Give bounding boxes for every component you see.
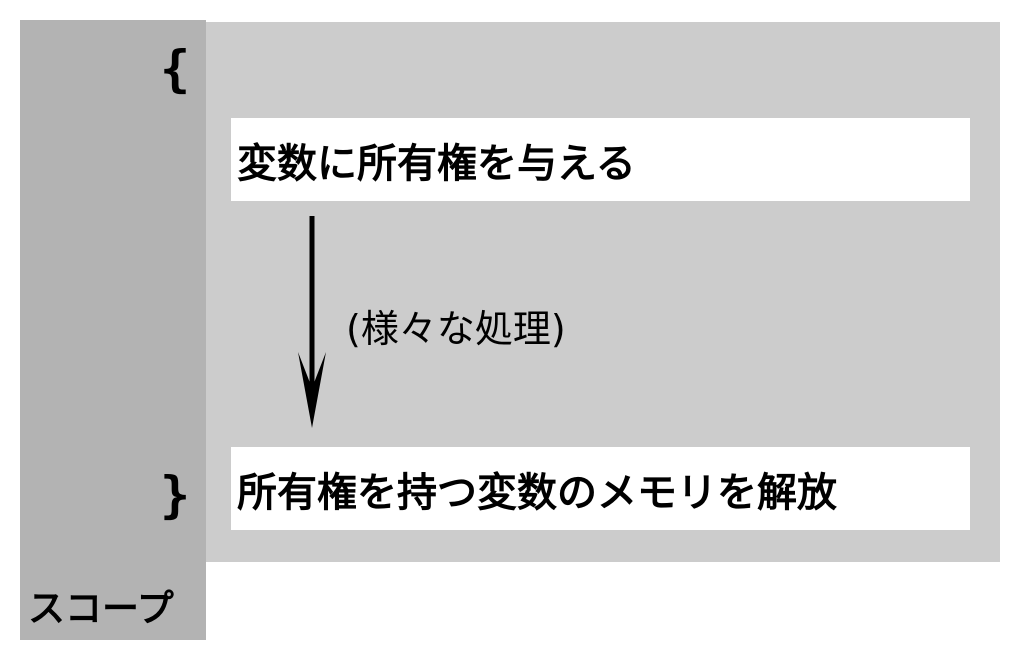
scope-bar	[20, 20, 206, 640]
arrow-head	[298, 352, 326, 428]
first-statement-box: 変数に所有権を与える	[231, 118, 970, 201]
last-statement-text: 所有権を持つ変数のメモリを解放	[237, 469, 837, 516]
process-note: (様々な処理)	[346, 307, 566, 351]
first-statement-text: 変数に所有権を与える	[237, 140, 636, 187]
last-statement-box: 所有権を持つ変数のメモリを解放	[231, 447, 970, 530]
open-brace: {	[160, 40, 191, 98]
down-arrow-icon	[298, 216, 326, 428]
close-brace: }	[160, 466, 191, 524]
scope-label: スコープ	[28, 587, 174, 630]
